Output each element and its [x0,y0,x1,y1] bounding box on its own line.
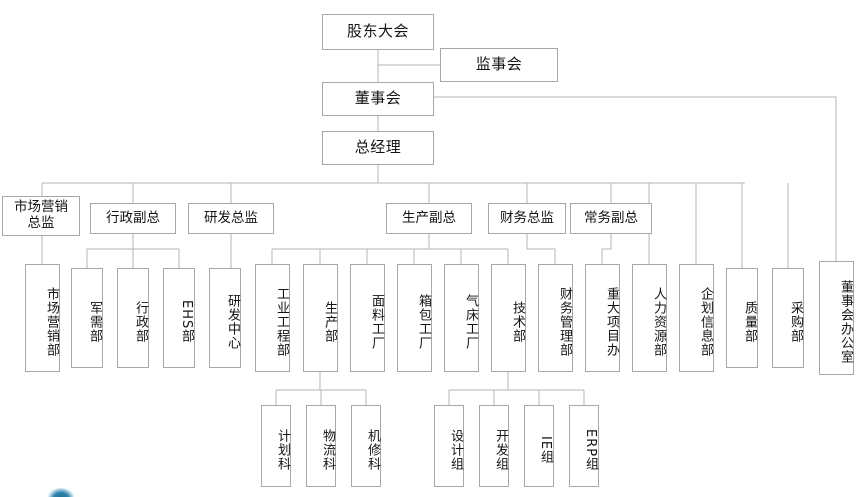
node-label: 计划科 [275,429,290,471]
node-marketing-department[interactable]: 市场营销部 [25,264,60,372]
node-label: 研发中心 [225,294,240,350]
node-ie-team[interactable]: IE组 [524,405,554,487]
node-finance-director[interactable]: 财务总监 [488,203,566,234]
node-label: 研发总监 [204,209,258,226]
node-fabric-factory[interactable]: 面料工厂 [350,264,385,372]
node-label: 人力资源部 [651,287,666,357]
node-label: 董事会 [354,89,402,108]
node-military-supplies-department[interactable]: 军需部 [71,268,103,368]
node-label: 董事会办公室 [838,280,853,364]
node-marketing-director[interactable]: 市场营销 总监 [2,196,80,236]
node-admin-vice-president[interactable]: 行政副总 [90,203,176,234]
node-label: 监事会 [475,55,523,74]
node-label: 机修科 [365,429,380,471]
node-production-vice-president[interactable]: 生产副总 [386,203,472,234]
node-label: 总经理 [354,138,402,157]
node-label: 技术部 [510,301,525,343]
node-label: 箱包工厂 [416,294,431,350]
node-label: 市场营销部 [44,287,59,357]
node-maintenance-section[interactable]: 机修科 [351,405,381,487]
node-label: 设计组 [448,429,463,471]
node-production-department[interactable]: 生产部 [303,264,338,372]
node-luggage-factory[interactable]: 箱包工厂 [397,264,432,372]
node-label: 生产副总 [402,209,456,226]
node-planning-section[interactable]: 计划科 [261,405,291,487]
node-administration-department[interactable]: 行政部 [117,268,149,368]
node-financial-management-department[interactable]: 财务管理部 [538,264,573,372]
node-general-manager[interactable]: 总经理 [322,131,434,165]
node-label: 采购部 [788,301,803,343]
node-procurement-department[interactable]: 采购部 [772,268,804,368]
node-label: 物流科 [320,429,335,471]
node-board-office[interactable]: 董事会办公室 [819,261,854,375]
node-label: ERP组 [583,428,598,472]
node-planning-information-department[interactable]: 企划信息部 [679,264,714,372]
node-label: 常务副总 [584,209,638,226]
node-technology-department[interactable]: 技术部 [491,264,526,372]
node-label: 气床工厂 [463,294,478,350]
node-rnd-director[interactable]: 研发总监 [188,203,274,234]
node-label: 生产部 [322,301,337,343]
node-label: 质量部 [742,301,757,343]
node-label: IE组 [538,435,553,465]
node-label: 面料工厂 [369,294,384,350]
node-design-team[interactable]: 设计组 [434,405,464,487]
node-label: 企划信息部 [698,287,713,357]
node-development-team[interactable]: 开发组 [479,405,509,487]
node-label: 财务管理部 [557,287,572,357]
node-label: 军需部 [87,301,102,343]
node-label: 工业工程部 [274,287,289,357]
node-human-resources-department[interactable]: 人力资源部 [632,264,667,372]
node-industrial-engineering-department[interactable]: 工业工程部 [255,264,290,372]
node-airbed-factory[interactable]: 气床工厂 [444,264,479,372]
page-edge-decoration [48,488,74,497]
node-label: 重大项目办 [604,287,619,357]
node-label: 行政副总 [106,209,160,226]
node-quality-department[interactable]: 质量部 [726,268,758,368]
node-rnd-center[interactable]: 研发中心 [209,268,241,368]
node-executive-vice-president[interactable]: 常务副总 [570,203,652,234]
node-label: 开发组 [493,429,508,471]
node-shareholders-meeting[interactable]: 股东大会 [322,14,434,50]
node-label: 股东大会 [346,22,409,41]
node-board-of-directors[interactable]: 董事会 [322,82,434,116]
node-label: 市场营销 总监 [14,199,68,231]
node-label: 行政部 [133,301,148,343]
node-logistics-section[interactable]: 物流科 [306,405,336,487]
node-ehs-department[interactable]: EHS部 [163,268,195,368]
node-label: 财务总监 [500,209,554,226]
node-board-of-supervisors[interactable]: 监事会 [440,48,558,82]
node-label: EHS部 [179,300,194,344]
node-major-projects-office[interactable]: 重大项目办 [585,264,620,372]
node-erp-team[interactable]: ERP组 [569,405,599,487]
